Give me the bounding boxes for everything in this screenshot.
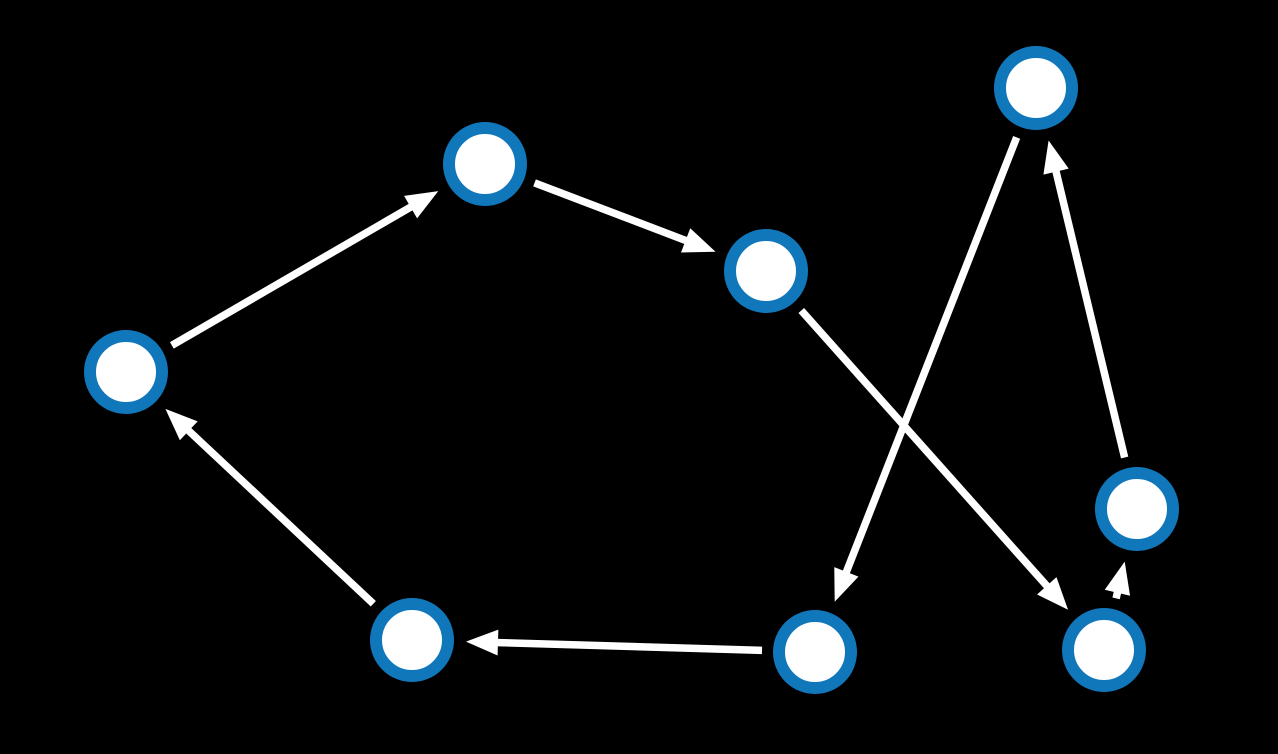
edge-line-node-bottom-mid-to-node-bottom-left [493, 638, 763, 655]
node-bottom-mid [773, 610, 857, 694]
edge-arrowhead-node-middle-to-node-bottom-right [1037, 577, 1069, 610]
node-bottom-left [370, 598, 454, 682]
node-top-right [994, 46, 1078, 130]
edge-arrowhead-node-top-right-to-node-bottom-mid [834, 567, 859, 602]
edge-line-node-left-to-node-top-mid [169, 201, 416, 349]
nodes-layer [84, 46, 1179, 694]
edge-arrowhead-node-left-to-node-top-mid [404, 191, 439, 219]
edge-arrowhead-node-bottom-mid-to-node-bottom-left [465, 629, 499, 656]
edge-line-node-middle-to-node-bottom-right [798, 308, 1053, 592]
node-left [84, 330, 168, 414]
edge-arrowhead-node-top-mid-to-node-middle [681, 228, 716, 253]
edge-line-node-right-to-node-top-right [1051, 166, 1129, 459]
edge-line-node-top-right-to-node-bottom-mid [841, 135, 1021, 578]
edge-arrowhead-node-right-to-node-top-right [1043, 140, 1069, 175]
node-middle [724, 229, 808, 313]
edge-arrowhead-node-bottom-left-to-node-left [165, 408, 198, 441]
edge-line-node-top-mid-to-node-middle [533, 179, 691, 246]
node-top-mid [443, 122, 527, 206]
node-bottom-right [1062, 608, 1146, 692]
node-right [1095, 467, 1179, 551]
edges-layer [165, 135, 1131, 656]
edge-line-node-bottom-left-to-node-left [183, 425, 376, 607]
edge-arrowhead-node-bottom-right-to-node-right [1104, 561, 1131, 596]
